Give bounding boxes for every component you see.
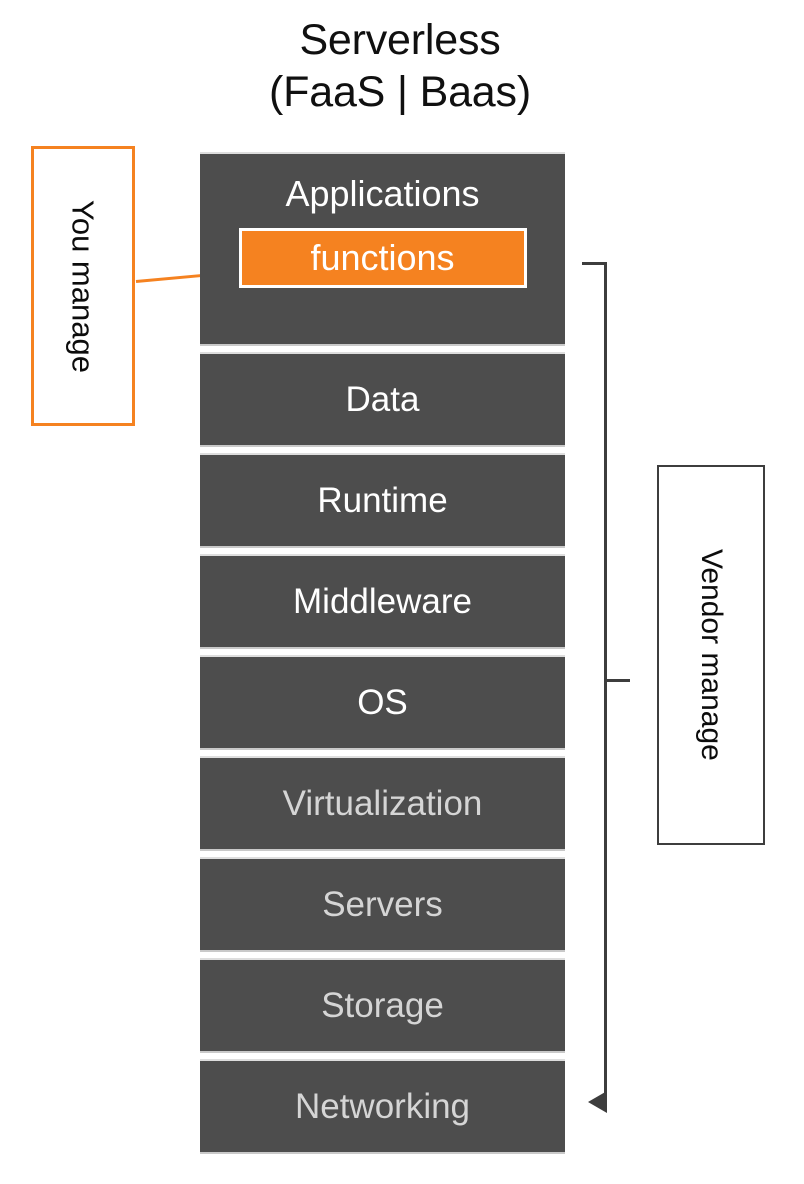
vendor-manage-label: Vendor manage	[695, 549, 728, 761]
layer-storage: Storage	[200, 958, 565, 1053]
you-manage-callout: You manage	[31, 146, 135, 426]
layer-stack: Applications functions Data Runtime Midd…	[200, 152, 565, 1160]
vendor-manage-callout: Vendor manage	[657, 465, 765, 845]
layer-data: Data	[200, 352, 565, 447]
layer-runtime: Runtime	[200, 453, 565, 548]
title-line-2: (FaaS | Baas)	[269, 68, 531, 116]
vendor-scope-bracket	[582, 258, 630, 1113]
layer-middleware-label: Middleware	[293, 582, 472, 621]
layer-virtualization-label: Virtualization	[282, 784, 483, 823]
functions-label: functions	[310, 237, 455, 278]
bracket-arrow-head-icon	[588, 1091, 607, 1113]
layer-applications: Applications functions	[200, 152, 565, 346]
layer-storage-label: Storage	[321, 986, 444, 1025]
title-line-1: Serverless	[299, 16, 501, 64]
bracket-stem	[604, 262, 607, 1107]
layer-runtime-label: Runtime	[317, 481, 448, 520]
layer-data-label: Data	[345, 380, 420, 419]
layer-virtualization: Virtualization	[200, 756, 565, 851]
bracket-middle-nub	[606, 679, 630, 682]
clipped-footer-text	[0, 1176, 804, 1184]
layer-os-label: OS	[357, 683, 408, 722]
layer-servers: Servers	[200, 857, 565, 952]
layer-networking: Networking	[200, 1059, 565, 1154]
functions-highlight-box: functions	[238, 228, 527, 288]
bracket-top-tick	[582, 262, 607, 265]
page-title: Serverless (FaaS | Baas)	[150, 14, 650, 118]
layer-servers-label: Servers	[322, 885, 443, 924]
layer-os: OS	[200, 655, 565, 750]
you-manage-label: You manage	[65, 199, 101, 373]
layer-applications-label: Applications	[285, 173, 480, 214]
layer-middleware: Middleware	[200, 554, 565, 649]
layer-networking-label: Networking	[294, 1087, 471, 1126]
